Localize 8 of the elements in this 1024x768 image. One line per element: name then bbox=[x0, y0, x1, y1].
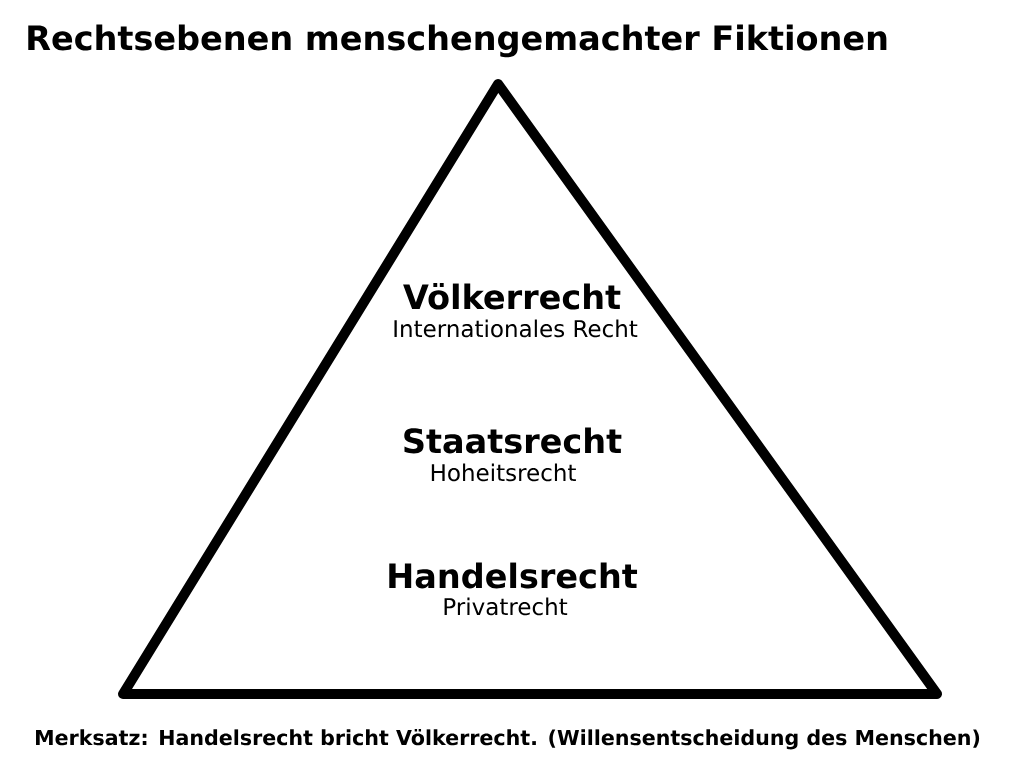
level-heading: Staatsrecht bbox=[404, 427, 622, 454]
level-subtitle: Internationales Recht bbox=[394, 319, 638, 338]
caption: Merksatz: Handelsrecht bricht Völkerrecht. (Willensentscheidung des Menschen) bbox=[36, 729, 980, 750]
level-heading: Völkerrecht bbox=[403, 283, 621, 310]
level-subtitle: Privatrecht bbox=[444, 597, 568, 616]
title: Rechtsebenen menschengemachter Fiktionen bbox=[28, 24, 887, 58]
level-subtitle: Hoheitsrecht bbox=[431, 463, 576, 482]
level-heading: Handelsrecht bbox=[389, 562, 638, 589]
